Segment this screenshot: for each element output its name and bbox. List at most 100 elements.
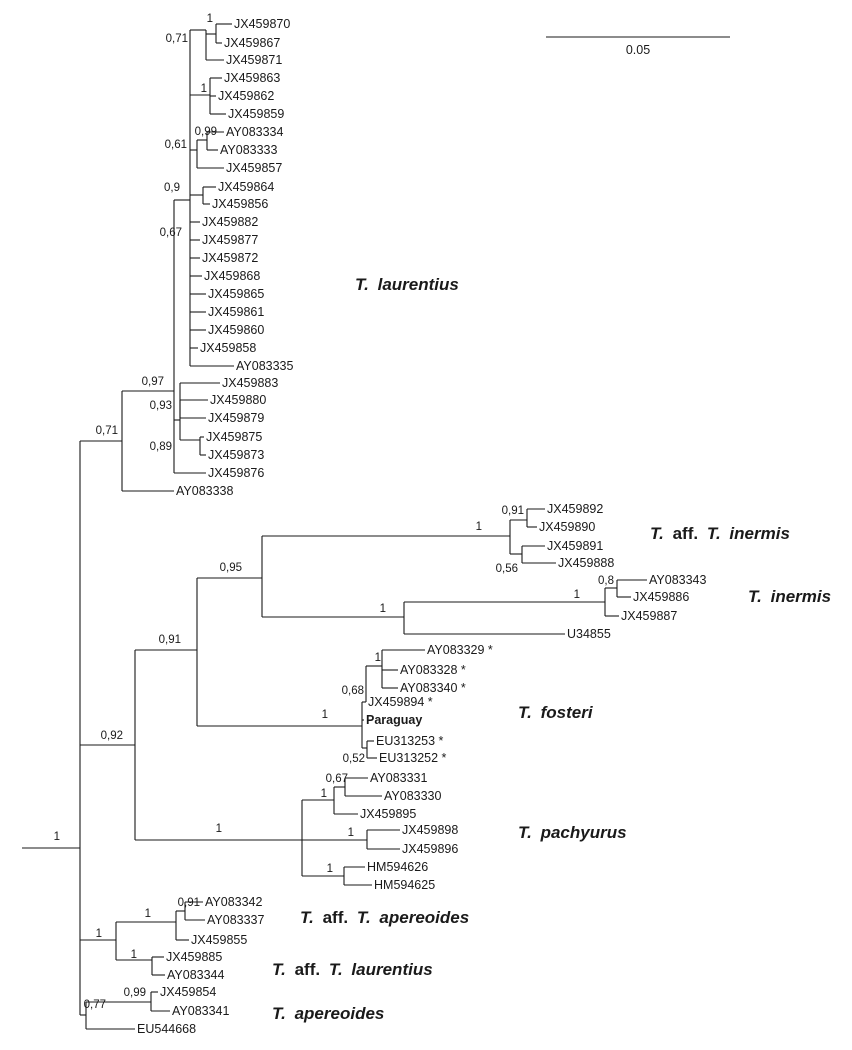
clade-genus: T. xyxy=(355,275,369,294)
clade-genus: T. xyxy=(650,524,664,543)
support-value: 0,71 xyxy=(166,33,188,45)
clade-aff: aff. xyxy=(323,908,349,927)
tip-label: EU313252 * xyxy=(379,751,447,765)
clade-genus: T. xyxy=(357,908,371,927)
clade-genus: T. xyxy=(300,908,314,927)
clade-genus: T. xyxy=(272,960,286,979)
clade-label-t-fosteri: T. fosteri xyxy=(518,703,594,722)
tip-label: JX459891 xyxy=(547,539,603,553)
support-value: 0,95 xyxy=(220,562,242,574)
tip-label: HM594625 xyxy=(374,878,435,892)
tip-label: EU544668 xyxy=(137,1022,196,1036)
tip-label: AY083329 * xyxy=(427,643,493,657)
scale-bar: 0.05 xyxy=(546,36,730,57)
tip-label: JX459885 xyxy=(166,950,222,964)
support-value: 0,68 xyxy=(342,685,364,697)
support-value: 0,52 xyxy=(343,753,365,765)
tip-label: JX459877 xyxy=(202,233,258,247)
support-value: 0,91 xyxy=(502,505,524,517)
tip-label: JX459854 xyxy=(160,985,216,999)
support-value: 1 xyxy=(131,949,137,961)
tip-label: AY083334 xyxy=(226,125,284,139)
clade-aff: aff. xyxy=(673,524,699,543)
clade-genus: T. xyxy=(707,524,721,543)
tip-label: AY083341 xyxy=(172,1004,230,1018)
clade-species: inermis xyxy=(771,587,831,606)
tip-label: JX459896 xyxy=(402,842,458,856)
support-value: 1 xyxy=(322,709,328,721)
support-value: 0,99 xyxy=(124,987,146,999)
clade-genus: T. xyxy=(518,823,532,842)
support-value: 0,91 xyxy=(159,634,181,646)
tip-label: AY083337 xyxy=(207,913,265,927)
support-value: 1 xyxy=(327,863,333,875)
support-value: 0,67 xyxy=(326,773,348,785)
tip-label: JX459861 xyxy=(208,305,264,319)
tip-label: JX459888 xyxy=(558,556,614,570)
tip-label: EU313253 * xyxy=(376,734,444,748)
tip-label: AY083333 xyxy=(220,143,278,157)
tip-label: JX459882 xyxy=(202,215,258,229)
tip-label: JX459871 xyxy=(226,53,282,67)
tip-label: JX459862 xyxy=(218,89,274,103)
tip-label: AY083331 xyxy=(370,771,428,785)
clade-label-t-aff-t-inermis: T. aff. T. inermis xyxy=(650,524,790,543)
tip-label: AY083340 * xyxy=(400,681,466,695)
tip-label: JX459865 xyxy=(208,287,264,301)
tip-label: JX459892 xyxy=(547,502,603,516)
support-value: 0,67 xyxy=(160,227,182,239)
support-value: 0,99 xyxy=(195,126,217,138)
tip-label: AY083344 xyxy=(167,968,225,982)
tip-label: AY083343 xyxy=(649,573,707,587)
tip-label: JX459864 xyxy=(218,180,274,194)
tip-label: JX459887 xyxy=(621,609,677,623)
support-value: 1 xyxy=(216,823,222,835)
tip-labels: JX459870 JX459867 JX459871 JX459863 JX45… xyxy=(137,17,707,1036)
support-value: 0,92 xyxy=(101,730,123,742)
clade-label-t-aff-t-apereoides: T. aff. T. apereoides xyxy=(300,908,469,927)
clade-species: pachyurus xyxy=(540,823,627,842)
support-value: 1 xyxy=(201,83,207,95)
support-value: 0,56 xyxy=(496,563,518,575)
support-value: 1 xyxy=(574,589,580,601)
support-value: 1 xyxy=(380,603,386,615)
tip-label: JX459890 xyxy=(539,520,595,534)
clade-label-t-aff-t-laurentius: T. aff. T. laurentius xyxy=(272,960,433,979)
support-value: 1 xyxy=(348,827,354,839)
support-value: 1 xyxy=(321,788,327,800)
tip-label: JX459868 xyxy=(204,269,260,283)
support-value: 0,97 xyxy=(142,376,164,388)
tip-label: Paraguay xyxy=(366,713,422,727)
clade-label-t-apereoides: T. apereoides xyxy=(272,1004,384,1023)
tip-label: JX459873 xyxy=(208,448,264,462)
clade-genus: T. xyxy=(329,960,343,979)
clade-aff: aff. xyxy=(295,960,321,979)
support-value: 0,61 xyxy=(165,139,187,151)
tip-label: AY083335 xyxy=(236,359,294,373)
clade-label-t-inermis: T. inermis xyxy=(748,587,831,606)
tip-label: JX459858 xyxy=(200,341,256,355)
clade-species: laurentius xyxy=(378,275,459,294)
tree-branches xyxy=(22,23,647,1030)
support-value: 0,71 xyxy=(96,425,118,437)
support-value: 0,89 xyxy=(150,441,172,453)
support-value: 1 xyxy=(96,928,102,940)
tip-label: AY083338 xyxy=(176,484,234,498)
clade-species: apereoides xyxy=(295,1004,385,1023)
support-value: 0,8 xyxy=(598,575,614,587)
tip-label: JX459863 xyxy=(224,71,280,85)
clade-genus: T. xyxy=(272,1004,286,1023)
support-values: 1 0,71 1 0,99 0,61 0,9 0,67 0,97 0,93 0,… xyxy=(54,13,614,1011)
tip-label: JX459870 xyxy=(234,17,290,31)
clade-species: laurentius xyxy=(351,960,432,979)
clade-species: fosteri xyxy=(541,703,594,722)
tip-label: JX459872 xyxy=(202,251,258,265)
tip-label: JX459860 xyxy=(208,323,264,337)
tip-label: JX459859 xyxy=(228,107,284,121)
clade-labels: T. laurentius T. aff. T. inermis T. iner… xyxy=(272,275,831,1023)
tip-label: AY083342 xyxy=(205,895,263,909)
clade-genus: T. xyxy=(748,587,762,606)
tip-label: JX459857 xyxy=(226,161,282,175)
scale-bar-label: 0.05 xyxy=(626,43,650,57)
